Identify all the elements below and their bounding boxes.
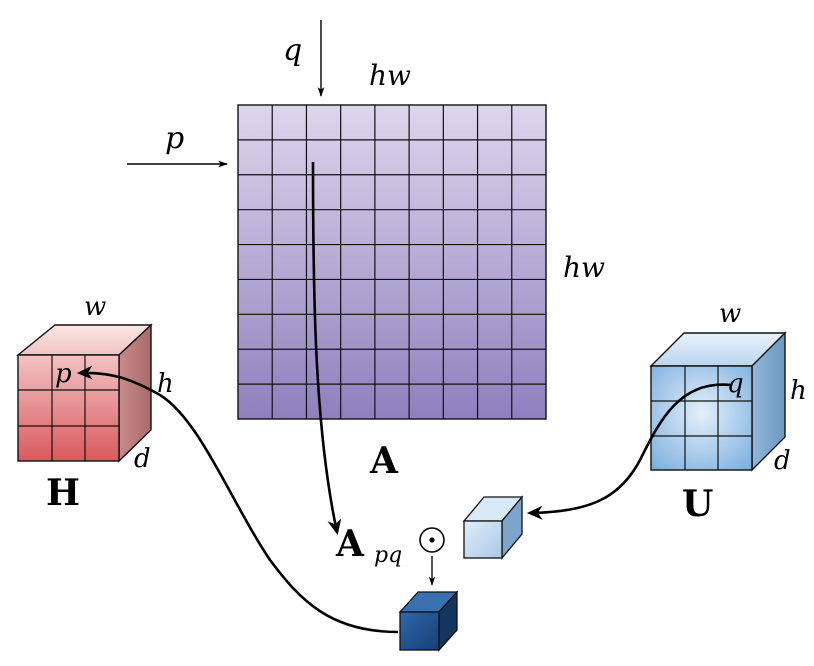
odot-circle xyxy=(419,527,445,553)
label-U-d: d xyxy=(774,446,791,476)
label-hw-right: hw xyxy=(563,251,605,284)
label-U-h: h xyxy=(790,376,807,406)
label-H-p: p xyxy=(55,359,72,389)
label-U-w: w xyxy=(719,299,741,329)
label-matrix-A: A xyxy=(369,440,399,482)
result-to-H-arrow xyxy=(76,365,399,634)
odot-dot xyxy=(429,537,435,543)
label-q-top: q xyxy=(283,33,302,68)
label-hw-top: hw xyxy=(369,59,411,92)
label-U-q: q xyxy=(727,369,744,399)
tensor-U-cube xyxy=(649,331,787,472)
label-H-w: w xyxy=(84,292,106,322)
u-q-vector-front xyxy=(463,520,503,559)
result-vector-front xyxy=(399,611,440,651)
tensor-H-grid xyxy=(18,355,119,461)
label-tensor-U: U xyxy=(682,483,713,525)
matrix-A-grid xyxy=(238,105,546,419)
tensor-U-front-face xyxy=(650,365,753,471)
label-A-pq: A xyxy=(335,523,365,565)
tensor-H-cube xyxy=(16,323,153,463)
matrix-A-body xyxy=(237,104,547,420)
odot-operator xyxy=(419,527,445,553)
label-p-left: p xyxy=(165,121,184,156)
label-tensor-H: H xyxy=(46,472,80,514)
label-H-d: d xyxy=(134,444,151,474)
label-A-pq-subscript: pq xyxy=(374,543,402,568)
A-to-Apq-arrow xyxy=(311,161,342,536)
tensor-U-grid xyxy=(651,366,752,470)
u-q-vector-cube xyxy=(462,495,524,560)
result-vector-cube xyxy=(398,590,459,652)
label-H-h: h xyxy=(157,369,174,399)
matrix-A xyxy=(237,104,547,420)
U-to-vector-arrow xyxy=(526,383,732,520)
